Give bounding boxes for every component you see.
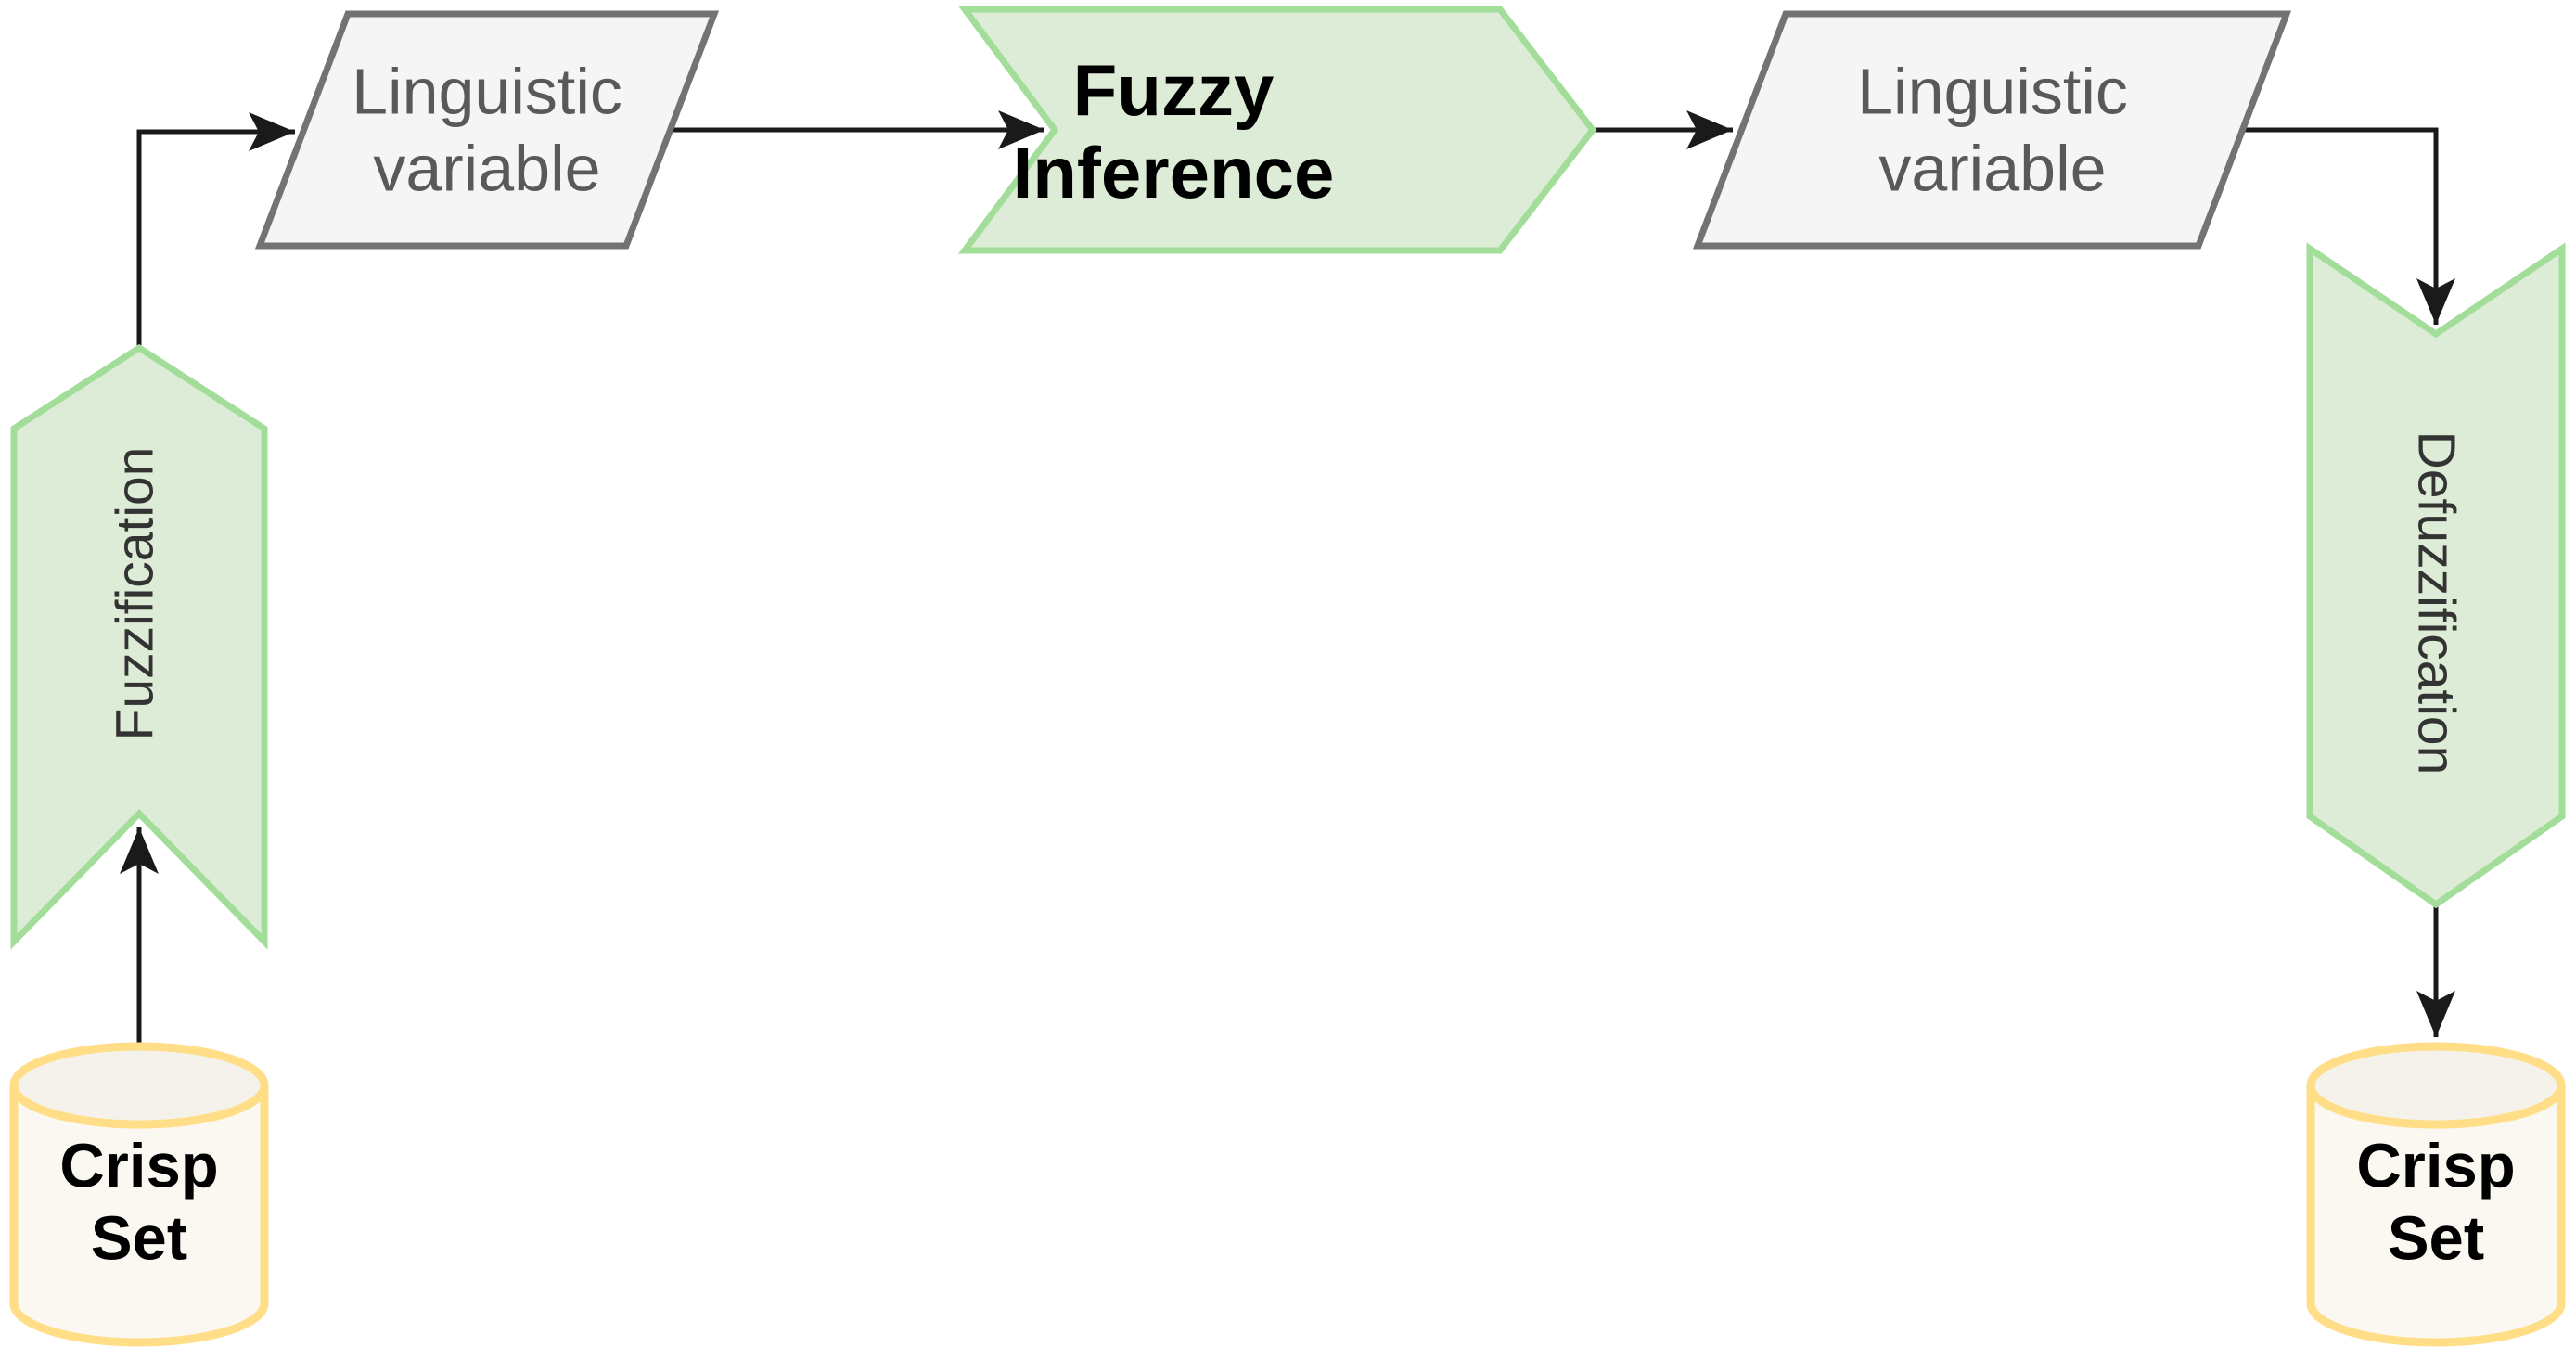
label-line: variable bbox=[1878, 132, 2107, 204]
label-line: Fuzzification bbox=[105, 446, 165, 741]
label-defuzzification: Defuzzification bbox=[2404, 431, 2467, 776]
label-crisp-set-output: Crisp Set bbox=[2356, 1130, 2515, 1274]
label-fuzzy-inference: Fuzzy Inference bbox=[1013, 49, 1335, 214]
chevron-defuzzification bbox=[2306, 242, 2566, 909]
chevron-fuzzification bbox=[10, 343, 268, 950]
cylinder-top bbox=[2306, 1042, 2566, 1129]
cylinder-crisp-set-input bbox=[9, 1042, 269, 1347]
chevron-fuzzy-inference bbox=[958, 6, 1597, 254]
label-fuzzification: Fuzzification bbox=[104, 447, 166, 741]
arrow-linguistic-output-to-defuzzification bbox=[2242, 127, 2455, 325]
cylinder-crisp-set-output bbox=[2306, 1042, 2566, 1347]
label-line: Defuzzification bbox=[2406, 430, 2467, 776]
parallelogram-linguistic-input bbox=[254, 10, 720, 250]
label-line: Crisp bbox=[2356, 1131, 2516, 1201]
label-line: Inference bbox=[1012, 132, 1335, 213]
label-crisp-set-input: Crisp Set bbox=[59, 1130, 218, 1274]
label-line: Set bbox=[2387, 1203, 2485, 1273]
label-line: Linguistic bbox=[1857, 55, 2128, 128]
label-linguistic-variable-input: Linguistic variable bbox=[352, 53, 622, 206]
label-line: Linguistic bbox=[352, 55, 622, 128]
label-line: Set bbox=[90, 1203, 188, 1273]
cylinder-top bbox=[9, 1042, 269, 1129]
label-line: variable bbox=[373, 132, 601, 204]
label-line: Crisp bbox=[59, 1131, 219, 1201]
label-line: Fuzzy bbox=[1072, 49, 1275, 132]
arrow-fuzzification-to-linguistic-input bbox=[136, 112, 295, 345]
parallelogram-linguistic-output bbox=[1692, 10, 2292, 250]
label-linguistic-variable-output: Linguistic variable bbox=[1857, 53, 2128, 206]
